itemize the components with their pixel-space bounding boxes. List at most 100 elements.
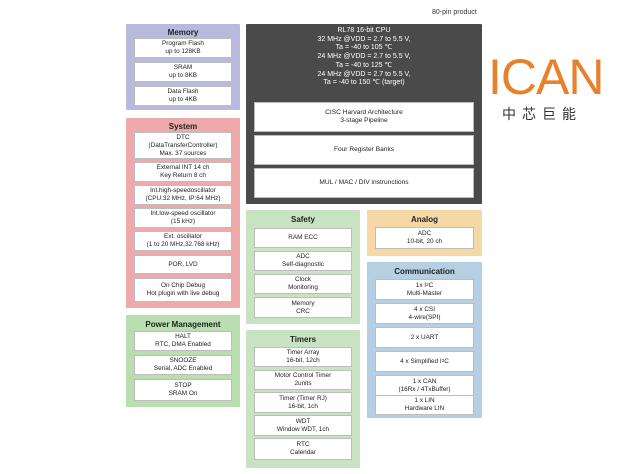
power-management-title: Power Management	[145, 320, 221, 329]
rtc-desc: Calendar	[290, 449, 316, 456]
analog-title: Analog	[410, 215, 439, 224]
i2c-superscript: 2	[426, 281, 429, 287]
adc-desc: 10-bit, 20 ch	[406, 238, 443, 245]
stop-box: STOP SRAM On	[134, 379, 232, 401]
product-note: 80-pin product	[432, 9, 477, 16]
on-chip-debug-desc: Hot plugin with live debug	[146, 290, 220, 297]
timer-rj-label: Timer (Timer RJ)	[279, 394, 327, 402]
cpu-spec-line-1: 32 MHz @VDD = 2.7 to 5.5 V,	[317, 35, 411, 43]
program-flash-box: Program Flash up to 128KB	[134, 38, 232, 58]
pipeline-label: 3-stage Pipeline	[340, 117, 388, 124]
safety-title: Safety	[290, 215, 315, 224]
dtc-box: DTC (DataTransferController) Max. 37 sou…	[134, 132, 232, 159]
lin-desc: Hardware LIN	[404, 405, 445, 412]
logo-text: ICAN	[488, 49, 604, 105]
program-flash-value: up to 128KB	[165, 48, 201, 55]
on-chip-debug-box: On Chip Debug Hot plugin with live debug	[134, 278, 232, 302]
register-banks-label: Four Register Banks	[333, 146, 395, 153]
ext-osc-label: Ext. oscillator	[163, 233, 202, 240]
memory-panel: Memory Program Flash up to 128KB SRAM up…	[126, 24, 240, 110]
por-lvd-label: POR, LVD	[168, 260, 198, 268]
on-chip-debug-label: On Chip Debug	[160, 282, 206, 289]
clock-monitoring-box: Clock Monitoring	[254, 274, 352, 294]
simplified-i2c-superscript: 2	[441, 357, 445, 363]
int-low-speed-osc-freq: (15 kHz)	[170, 218, 196, 225]
logo-subtitle: 中芯巨能	[502, 107, 582, 123]
i2c-multi-master-label: 1x I2C	[416, 282, 433, 290]
wdt-box: WDT Window WDT, 1ch	[254, 415, 352, 436]
uart-box: 2 x UART	[375, 327, 474, 348]
ram-ecc-label: RAM ECC	[288, 234, 318, 241]
ext-osc-freq: (1 to 20 MHz,32.768 kHz)	[146, 241, 220, 248]
timer-array-box: Timer Array 16-bit, 12ch	[254, 347, 352, 367]
motor-control-timer-desc: 2units	[294, 380, 312, 387]
power-management-panel: Power Management HALT RTC, DMA Enabled S…	[126, 315, 240, 407]
memory-crc-label: Memory	[291, 299, 315, 307]
cisc-harvard-box: CISC Harvard Architecture 3-stage Pipeli…	[254, 102, 474, 132]
i2c-multi-master-desc: Multi-Master	[406, 289, 443, 297]
sram-box: SRAM up to 8KB	[134, 62, 232, 82]
rtc-box: RTC Calendar	[254, 438, 352, 460]
cisc-harvard-label: CISC Harvard Architecture	[325, 109, 403, 116]
lin-label: 1 x LIN	[414, 397, 435, 404]
adc-box: ADC 10-bit, 20 ch	[375, 227, 474, 249]
cpu-spec-line-4: Ta = -40 to 125 ℃	[335, 61, 393, 69]
cpu-spec-line-3: 24 MHz @VDD = 2.7 to 5.5 V,	[317, 53, 411, 61]
int-low-speed-osc-label: Int.low-speed oscillator	[150, 210, 216, 217]
snooze-label: SNOOZE	[169, 357, 197, 364]
cpu-spec-text: RL78 16-bit CPU 32 MHz @VDD = 2.7 to 5.5…	[246, 27, 482, 88]
halt-desc: RTC, DMA Enabled	[155, 341, 211, 348]
timer-rj-desc: 16-bit, 1ch	[288, 402, 318, 410]
data-flash-label: Data Flash	[167, 88, 199, 95]
data-flash-box: Data Flash up to 4KB	[134, 86, 232, 106]
adc-self-diag-label: ADC	[296, 253, 310, 260]
timer-array-desc: 16-bit, 12ch	[286, 357, 320, 364]
ram-ecc-box: RAM ECC	[254, 228, 352, 248]
mul-mac-div-box: MUL / MAC / DIV instrunctions	[254, 168, 474, 198]
uart-label: 2 x UART	[410, 333, 439, 341]
can-desc: (16Rx / 4TxBuffer)	[398, 385, 451, 393]
adc-self-diag-box: ADC Self-diagnostic	[254, 251, 352, 271]
i2c-multi-master-box: 1x I2C Multi-Master	[375, 279, 474, 300]
int-low-speed-osc-box: Int.low-speed oscillator (15 kHz)	[134, 208, 232, 228]
memory-title: Memory	[167, 28, 199, 37]
program-flash-label: Program Flash	[162, 40, 204, 47]
simplified-i2c-box: 4 x Simplified I2C	[375, 351, 474, 372]
motor-control-timer-box: Motor Control Timer 2units	[254, 370, 352, 390]
clock-monitoring-label: Clock	[295, 276, 311, 283]
i2c-suffix: C	[428, 281, 434, 289]
external-int-box: External INT 14 ch Key Return 8 ch	[134, 162, 232, 182]
simplified-i2c-label: 4 x Simplified I2C	[400, 358, 449, 366]
memory-crc-box: Memory CRC	[254, 297, 352, 318]
motor-control-timer-label: Motor Control Timer	[274, 372, 332, 379]
ican-logo: ICAN 中芯巨能	[488, 52, 618, 132]
cpu-spec-line-6: Ta = -40 to 150 ℃ (target)	[323, 79, 405, 87]
analog-panel: Analog ADC 10-bit, 20 ch	[367, 210, 482, 256]
halt-label: HALT	[175, 333, 191, 340]
key-return-label: Key Return 8 ch	[160, 172, 206, 179]
memory-crc-desc: CRC	[296, 307, 310, 315]
int-high-speed-osc-label: Int.high-speedoscillator	[150, 187, 216, 194]
safety-panel: Safety RAM ECC ADC Self-diagnostic Clock…	[246, 210, 360, 324]
cpu-title: RL78 16-bit CPU	[337, 27, 391, 34]
csi-label: 4 x CSI	[414, 305, 435, 313]
simplified-i2c-prefix: 4 x Simplified I	[400, 357, 442, 365]
lin-box: 1 x LIN Hardware LIN	[375, 395, 474, 415]
external-int-label: External INT 14 ch	[156, 164, 210, 171]
communication-panel: Communication 1x I2C Multi-Master 4 x CS…	[367, 262, 482, 418]
por-lvd-box: POR, LVD	[134, 255, 232, 274]
stop-desc: SRAM On	[168, 390, 198, 397]
timers-title: Timers	[289, 335, 317, 344]
stop-label: STOP	[174, 382, 192, 389]
cpu-panel: RL78 16-bit CPU 32 MHz @VDD = 2.7 to 5.5…	[246, 24, 482, 204]
snooze-desc: Serial, ADC Enabled	[153, 365, 213, 372]
cpu-spec-line-5: 24 MHz @VDD = 2.7 to 5.5 V,	[317, 70, 411, 78]
timers-panel: Timers Timer Array 16-bit, 12ch Motor Co…	[246, 330, 360, 468]
adc-label: ADC	[417, 230, 432, 237]
mul-mac-div-label: MUL / MAC / DIV instrunctions	[319, 179, 409, 186]
wdt-label: WDT	[295, 417, 311, 425]
ext-osc-box: Ext. oscillator (1 to 20 MHz,32.768 kHz)	[134, 231, 232, 251]
register-banks-box: Four Register Banks	[254, 135, 474, 165]
wdt-desc: Window WDT, 1ch	[276, 425, 330, 433]
timer-rj-box: Timer (Timer RJ) 16-bit, 1ch	[254, 392, 352, 413]
